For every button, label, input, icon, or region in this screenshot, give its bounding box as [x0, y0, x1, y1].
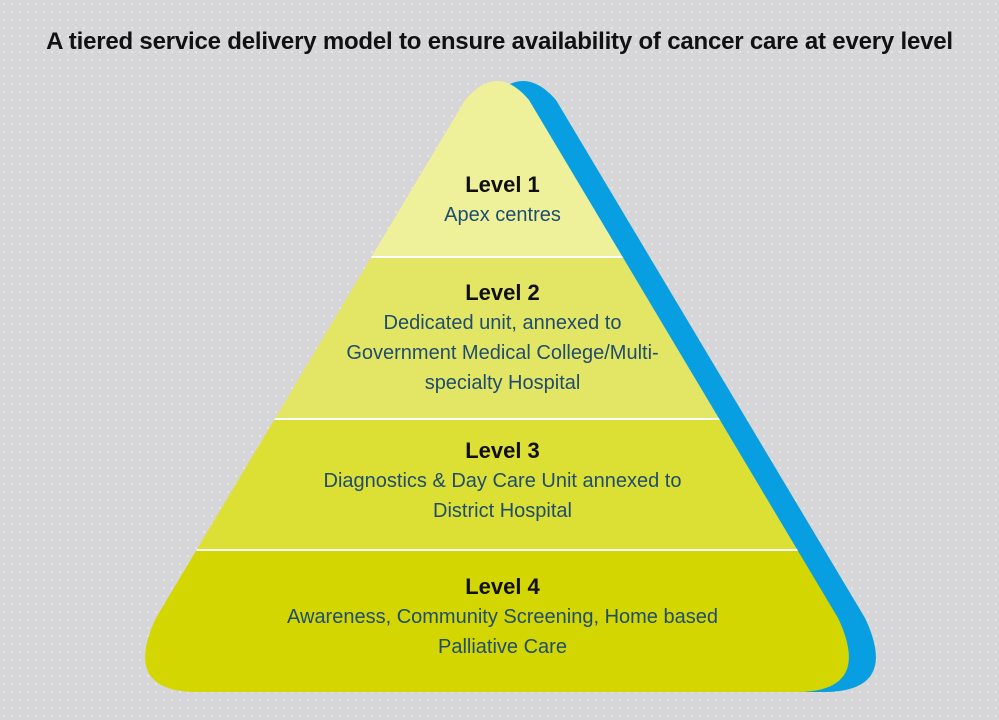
- tier-level-1: Level 1 Apex centres: [200, 170, 805, 230]
- tier-heading: Level 2: [465, 280, 540, 305]
- tier-description: Apex centres: [444, 204, 561, 226]
- tier-heading: Level 3: [465, 438, 540, 463]
- diagram-title: A tiered service delivery model to ensur…: [46, 28, 953, 55]
- tier-description: Dedicated unit, annexed to Government Me…: [346, 312, 659, 394]
- tier-level-3: Level 3 Diagnostics & Day Care Unit anne…: [200, 436, 805, 526]
- tier-band-4: [145, 550, 849, 692]
- tier-heading: Level 4: [465, 574, 540, 599]
- tier-level-2: Level 2 Dedicated unit, annexed to Gover…: [200, 278, 805, 398]
- tier-level-4: Level 4 Awareness, Community Screening, …: [200, 572, 805, 662]
- tier-description: Diagnostics & Day Care Unit annexed to D…: [323, 470, 682, 522]
- tier-description: Awareness, Community Screening, Home bas…: [287, 606, 718, 658]
- tier-heading: Level 1: [465, 172, 540, 197]
- tier-band-3: [145, 419, 849, 550]
